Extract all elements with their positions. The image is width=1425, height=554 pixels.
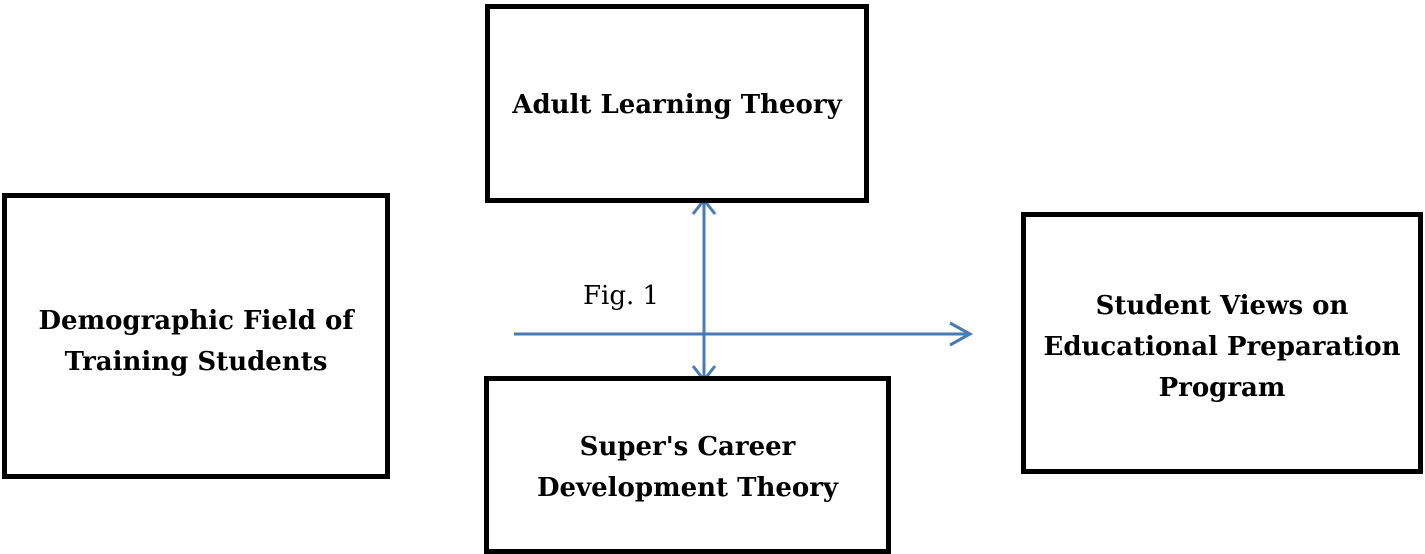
adult-learning-theory-box: Adult Learning Theory [485, 4, 869, 203]
super-career-theory-label: Super's Career Development Theory [536, 432, 839, 503]
figure-label: Fig. 1 [583, 281, 660, 311]
arrowhead-right [949, 321, 974, 347]
demographic-field-box: Demographic Field of Training Students [2, 193, 390, 479]
demographic-field-label: Demographic Field of Training Students [38, 306, 354, 377]
student-views-box: Student Views on Educational Preparation… [1021, 212, 1423, 474]
student-views-label: Student Views on Educational Preparation… [1043, 290, 1401, 403]
super-career-theory-box: Super's Career Development Theory [484, 376, 891, 554]
adult-learning-theory-label: Adult Learning Theory [512, 90, 842, 120]
